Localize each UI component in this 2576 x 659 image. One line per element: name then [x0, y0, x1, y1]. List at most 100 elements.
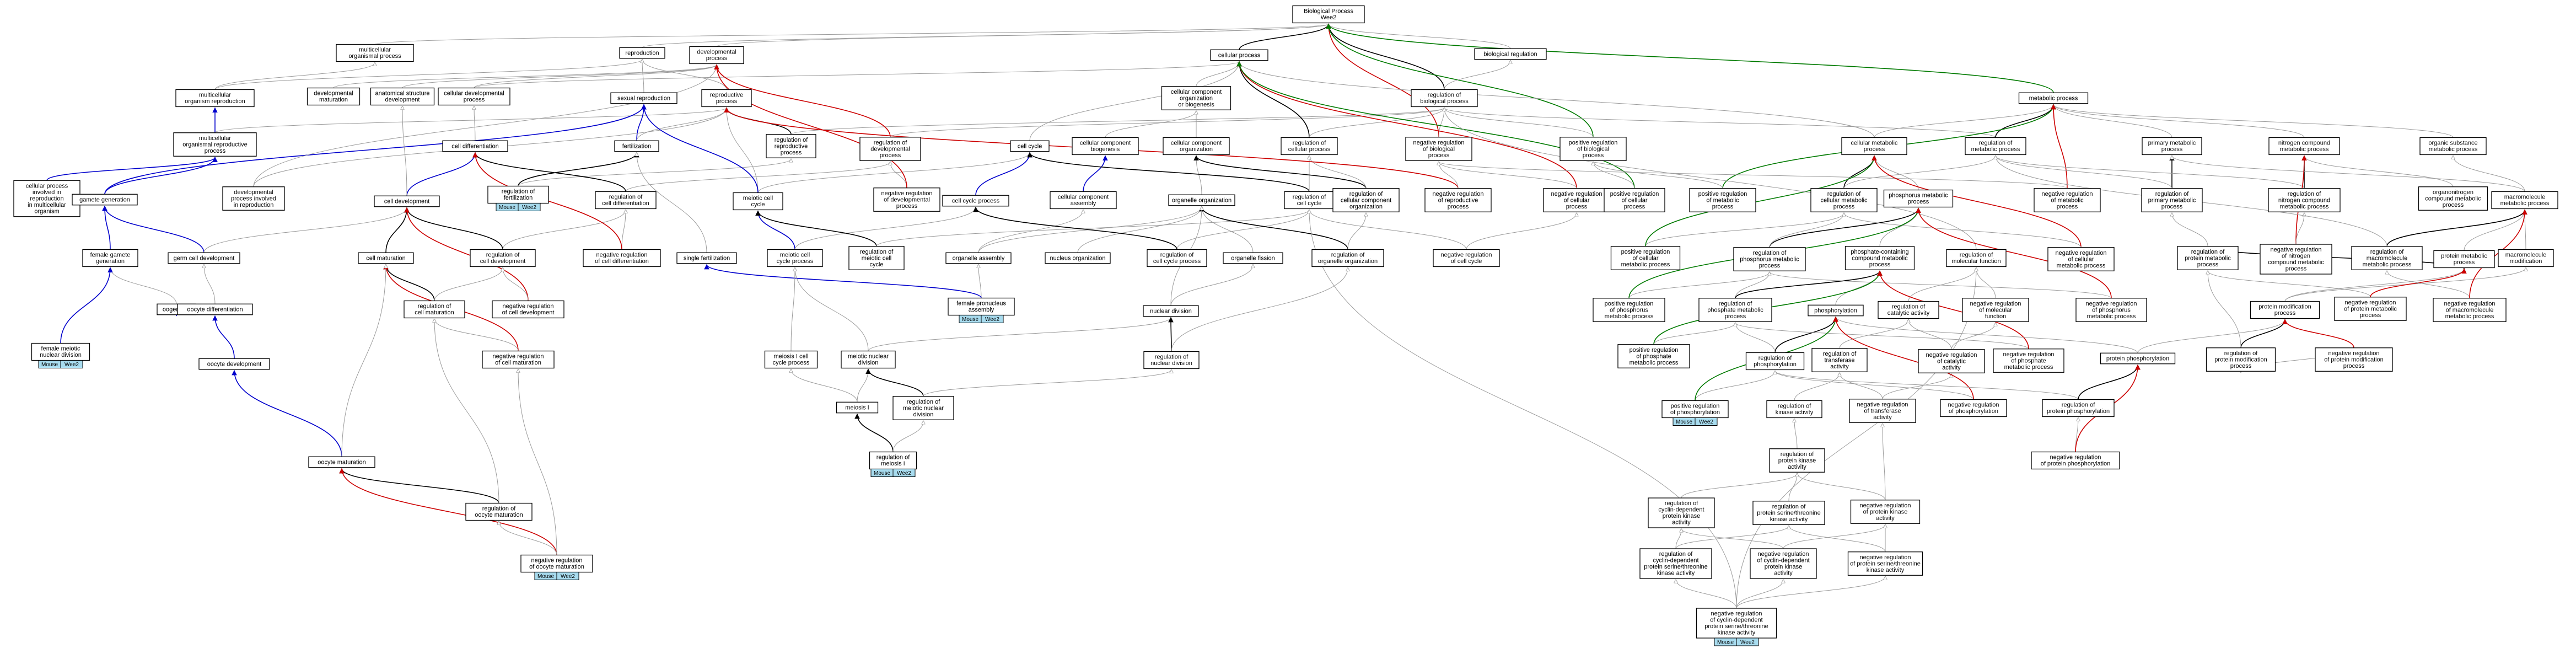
go-term-node-odiff[interactable]: oocyte differentiation	[177, 303, 253, 315]
go-term-node-metp[interactable]: metabolic process	[2018, 92, 2089, 104]
go-term-node-protphos[interactable]: protein phosphorylation	[2100, 352, 2176, 365]
go-term-node-celldev[interactable]: cell development	[374, 195, 440, 207]
go-term-node-gcd[interactable]: germ cell development	[168, 252, 240, 264]
go-term-node-sexrep[interactable]: sexual reproduction	[610, 92, 677, 104]
go-term-node-cellmat[interactable]: cell maturation	[358, 252, 414, 264]
go-term-node-gamgen[interactable]: gamete generation	[72, 194, 138, 206]
go-term-node-oo[interactable]: organelle organization	[1168, 194, 1235, 206]
go-term-node-omat[interactable]: oocyte maturation	[308, 456, 375, 468]
go-term-node-nucdiv[interactable]: nuclear division	[1143, 305, 1199, 317]
go-term-node-nucorg[interactable]: nucleus organization	[1045, 252, 1111, 264]
go-term-node-odev[interactable]: oocyte development	[198, 358, 270, 370]
go-term-node-sfert[interactable]: single fertilization	[676, 252, 737, 264]
go-term-node-oa[interactable]: organelle assembly	[945, 252, 1012, 264]
go-term-node-bioreg[interactable]: biological regulation	[1474, 48, 1547, 60]
go-term-node-repro[interactable]: reproduction	[619, 47, 665, 59]
go-term-node-of[interactable]: organelle fission	[1223, 252, 1283, 264]
go-term-node-fert[interactable]: fertilization	[614, 140, 659, 152]
